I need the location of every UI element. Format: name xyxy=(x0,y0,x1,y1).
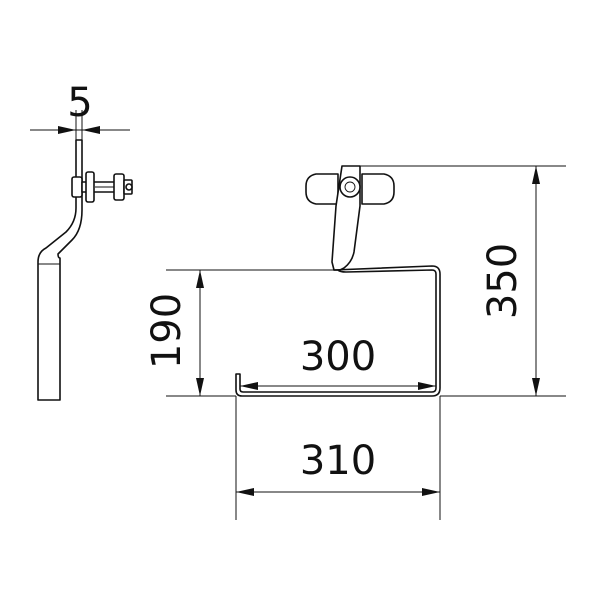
side-view-strip xyxy=(37,139,83,401)
clamp-icon xyxy=(305,165,395,271)
dimension-inner-width: 300 xyxy=(240,334,436,390)
front-view xyxy=(235,165,441,397)
dimension-label-inner-height: 190 xyxy=(144,293,190,369)
dimension-label-outer-width: 310 xyxy=(300,438,376,484)
bolt-icon xyxy=(71,171,133,203)
dimension-overall-height: 350 xyxy=(480,166,540,396)
side-view xyxy=(37,139,133,401)
dimension-thickness: 5 xyxy=(30,80,130,140)
dimension-label-thickness: 5 xyxy=(67,80,92,126)
dimension-inner-height: 190 xyxy=(144,270,204,396)
dimension-outer-width: 310 xyxy=(236,438,440,496)
dimension-label-overall-height: 350 xyxy=(480,243,526,319)
dimension-label-inner-width: 300 xyxy=(300,334,376,380)
extension-lines xyxy=(166,165,566,520)
hook-body xyxy=(235,265,441,397)
